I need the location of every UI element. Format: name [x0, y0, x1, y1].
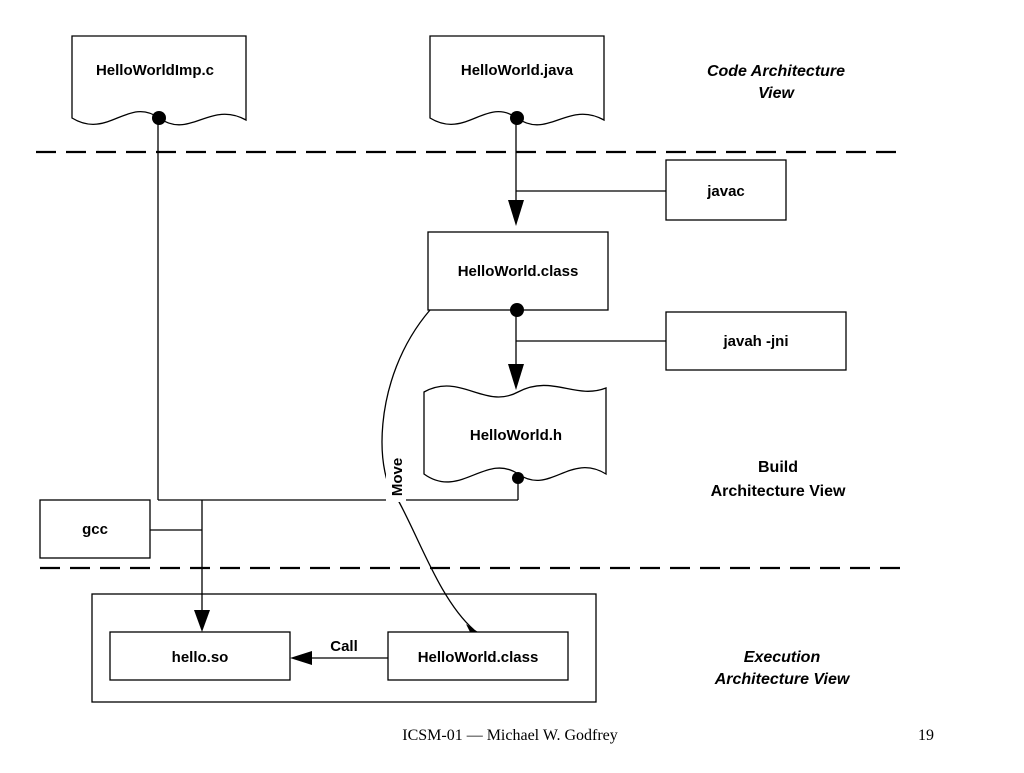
class-port-dot [510, 303, 524, 317]
helloworld-class-exec-label: HelloWorld.class [418, 649, 539, 666]
footer-credit: ICSM-01 — Michael W. Godfrey [402, 727, 618, 744]
arrowhead-to-hello-so [194, 610, 210, 632]
java-port-dot [510, 111, 524, 125]
exec-view-title-line1: Execution [744, 649, 821, 666]
javac-label: javac [706, 183, 745, 200]
helloworldimp-c-label: HelloWorldImp.c [96, 62, 214, 79]
gcc-label: gcc [82, 521, 108, 538]
hello-so-box [109, 631, 291, 681]
arrowhead-call [290, 651, 312, 665]
build-view-title-line2: Architecture View [711, 483, 846, 500]
helloworld-java-label: HelloWorld.java [461, 62, 574, 79]
javah-label: javah -jni [722, 333, 788, 350]
helloworld-class-exec-box [387, 631, 569, 681]
build-view-title-line1: Build [758, 459, 798, 476]
arrowhead-to-header [508, 364, 524, 390]
helloworld-h-label: HelloWorld.h [470, 427, 562, 444]
helloworld-h-document [423, 384, 607, 483]
gcc-box [39, 499, 151, 559]
move-label: Move [389, 458, 406, 496]
header-port-dot [512, 472, 524, 484]
page-number: 19 [918, 727, 934, 744]
javac-box [665, 159, 787, 221]
call-label: Call [330, 638, 358, 655]
exec-view-title-line2: Architecture View [714, 671, 851, 688]
move-label-bg [386, 452, 406, 502]
javah-box [665, 311, 847, 371]
code-view-title-line2: View [758, 85, 795, 102]
helloworld-class-build-label: HelloWorld.class [458, 263, 579, 280]
helloworld-class-build-box [427, 231, 609, 311]
connectors [150, 118, 666, 659]
hello-so-label: hello.so [172, 649, 229, 666]
arrowhead-to-build-class [508, 200, 524, 226]
code-view-title-line1: Code Architecture [707, 63, 845, 80]
imp-c-port-dot [152, 111, 166, 125]
